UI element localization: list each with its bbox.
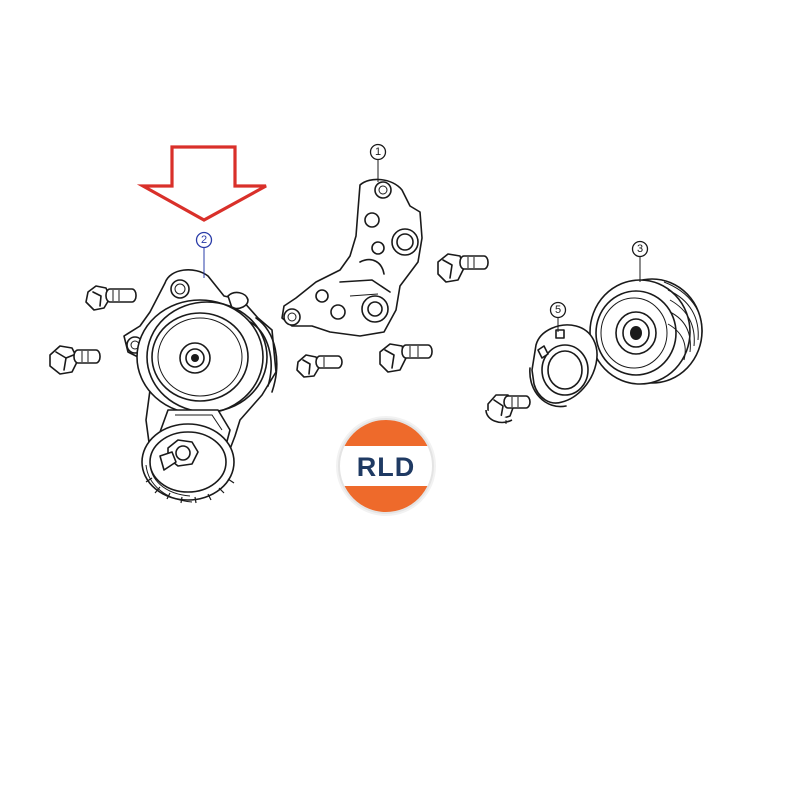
hex-bolt[interactable]: [379, 343, 433, 373]
idler-pulley[interactable]: [589, 278, 703, 385]
small-bolt[interactable]: [296, 354, 343, 378]
pulley-dust-shield[interactable]: [529, 324, 598, 408]
flange-bolt[interactable]: [485, 394, 531, 424]
callout-5[interactable]: 5: [549, 301, 567, 333]
hex-bolt[interactable]: [437, 253, 489, 283]
rld-logo: RLD: [336, 416, 436, 516]
callout-1[interactable]: 1: [369, 143, 387, 183]
mounting-bracket[interactable]: [281, 178, 423, 337]
logo-text: RLD: [357, 452, 416, 482]
belt-tensioner[interactable]: [123, 269, 278, 504]
hex-bolt[interactable]: [49, 345, 101, 375]
callout-2[interactable]: 2: [195, 231, 213, 279]
callout-3-label: 3: [637, 243, 643, 255]
callout-2-label: 2: [201, 234, 207, 246]
callout-1-label: 1: [375, 146, 381, 158]
down-arrow-icon: [136, 145, 267, 222]
flange-bolt[interactable]: [85, 285, 137, 311]
callout-3[interactable]: 3: [631, 240, 649, 283]
callout-5-label: 5: [555, 304, 561, 316]
